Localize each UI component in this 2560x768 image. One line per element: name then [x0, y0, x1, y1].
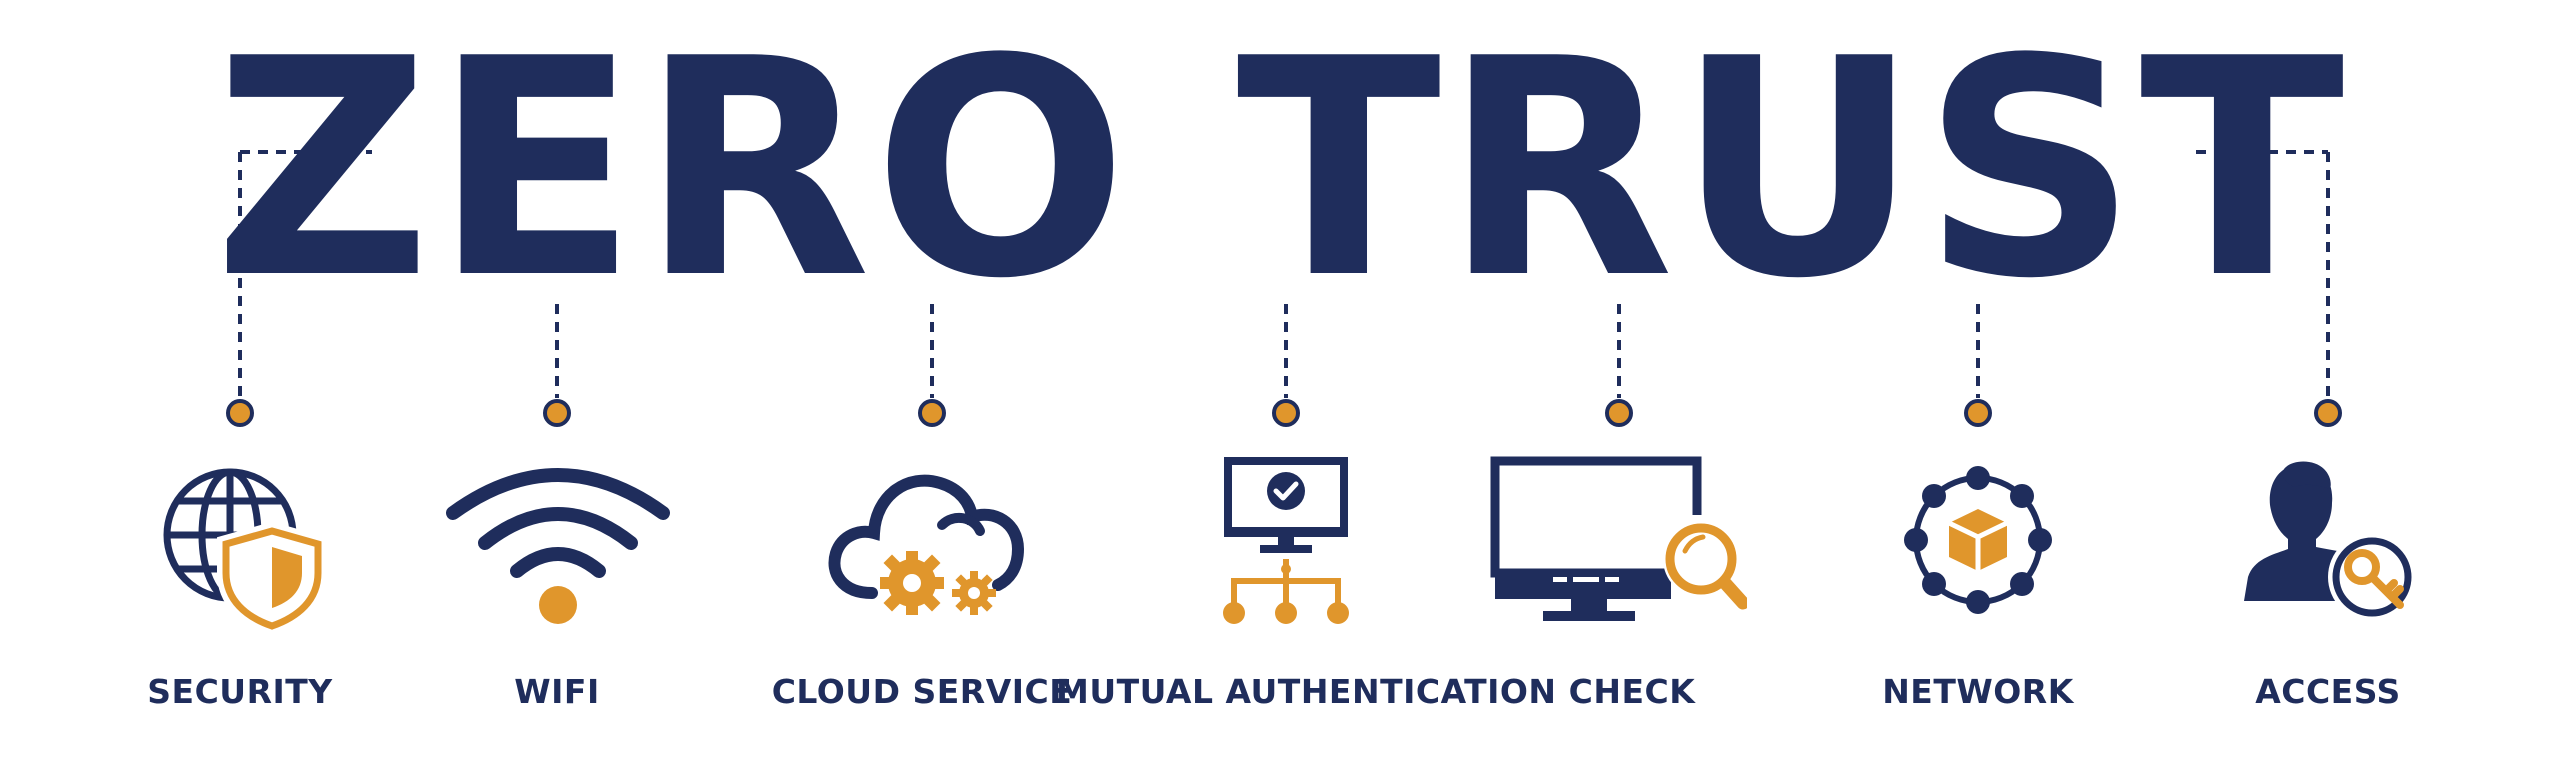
label-cloud-service: CLOUD SERVICE: [771, 672, 1073, 711]
dot-wifi: [543, 399, 571, 427]
label-access: ACCESS: [2255, 672, 2401, 711]
dot-access: [2314, 399, 2342, 427]
label-mutual-authentication: MUTUAL AUTHENTICATION: [1056, 672, 1557, 711]
dot-security: [226, 399, 254, 427]
label-check: CHECK: [1568, 672, 1696, 711]
wifi-icon: [446, 468, 670, 624]
banner-title: ZERO TRUST: [213, 0, 2347, 344]
cloud-gears-icon: [828, 474, 1025, 615]
connector-access: [2196, 150, 2330, 398]
globe-shield-icon: [163, 468, 327, 635]
dot-network: [1964, 399, 1992, 427]
dot-check: [1605, 399, 1633, 427]
label-security: SECURITY: [147, 672, 333, 711]
user-key-icon: [2244, 461, 2416, 621]
dot-cloud-service: [918, 399, 946, 427]
label-wifi: WIFI: [514, 672, 600, 711]
monitor-magnifier-icon: [1490, 456, 1747, 621]
label-network: NETWORK: [1882, 672, 2074, 711]
dot-mutual-authentication: [1272, 399, 1300, 427]
network-cube-icon: [1904, 466, 2052, 614]
connector-security: [238, 150, 372, 398]
monitor-network-check-icon: [1223, 457, 1349, 624]
